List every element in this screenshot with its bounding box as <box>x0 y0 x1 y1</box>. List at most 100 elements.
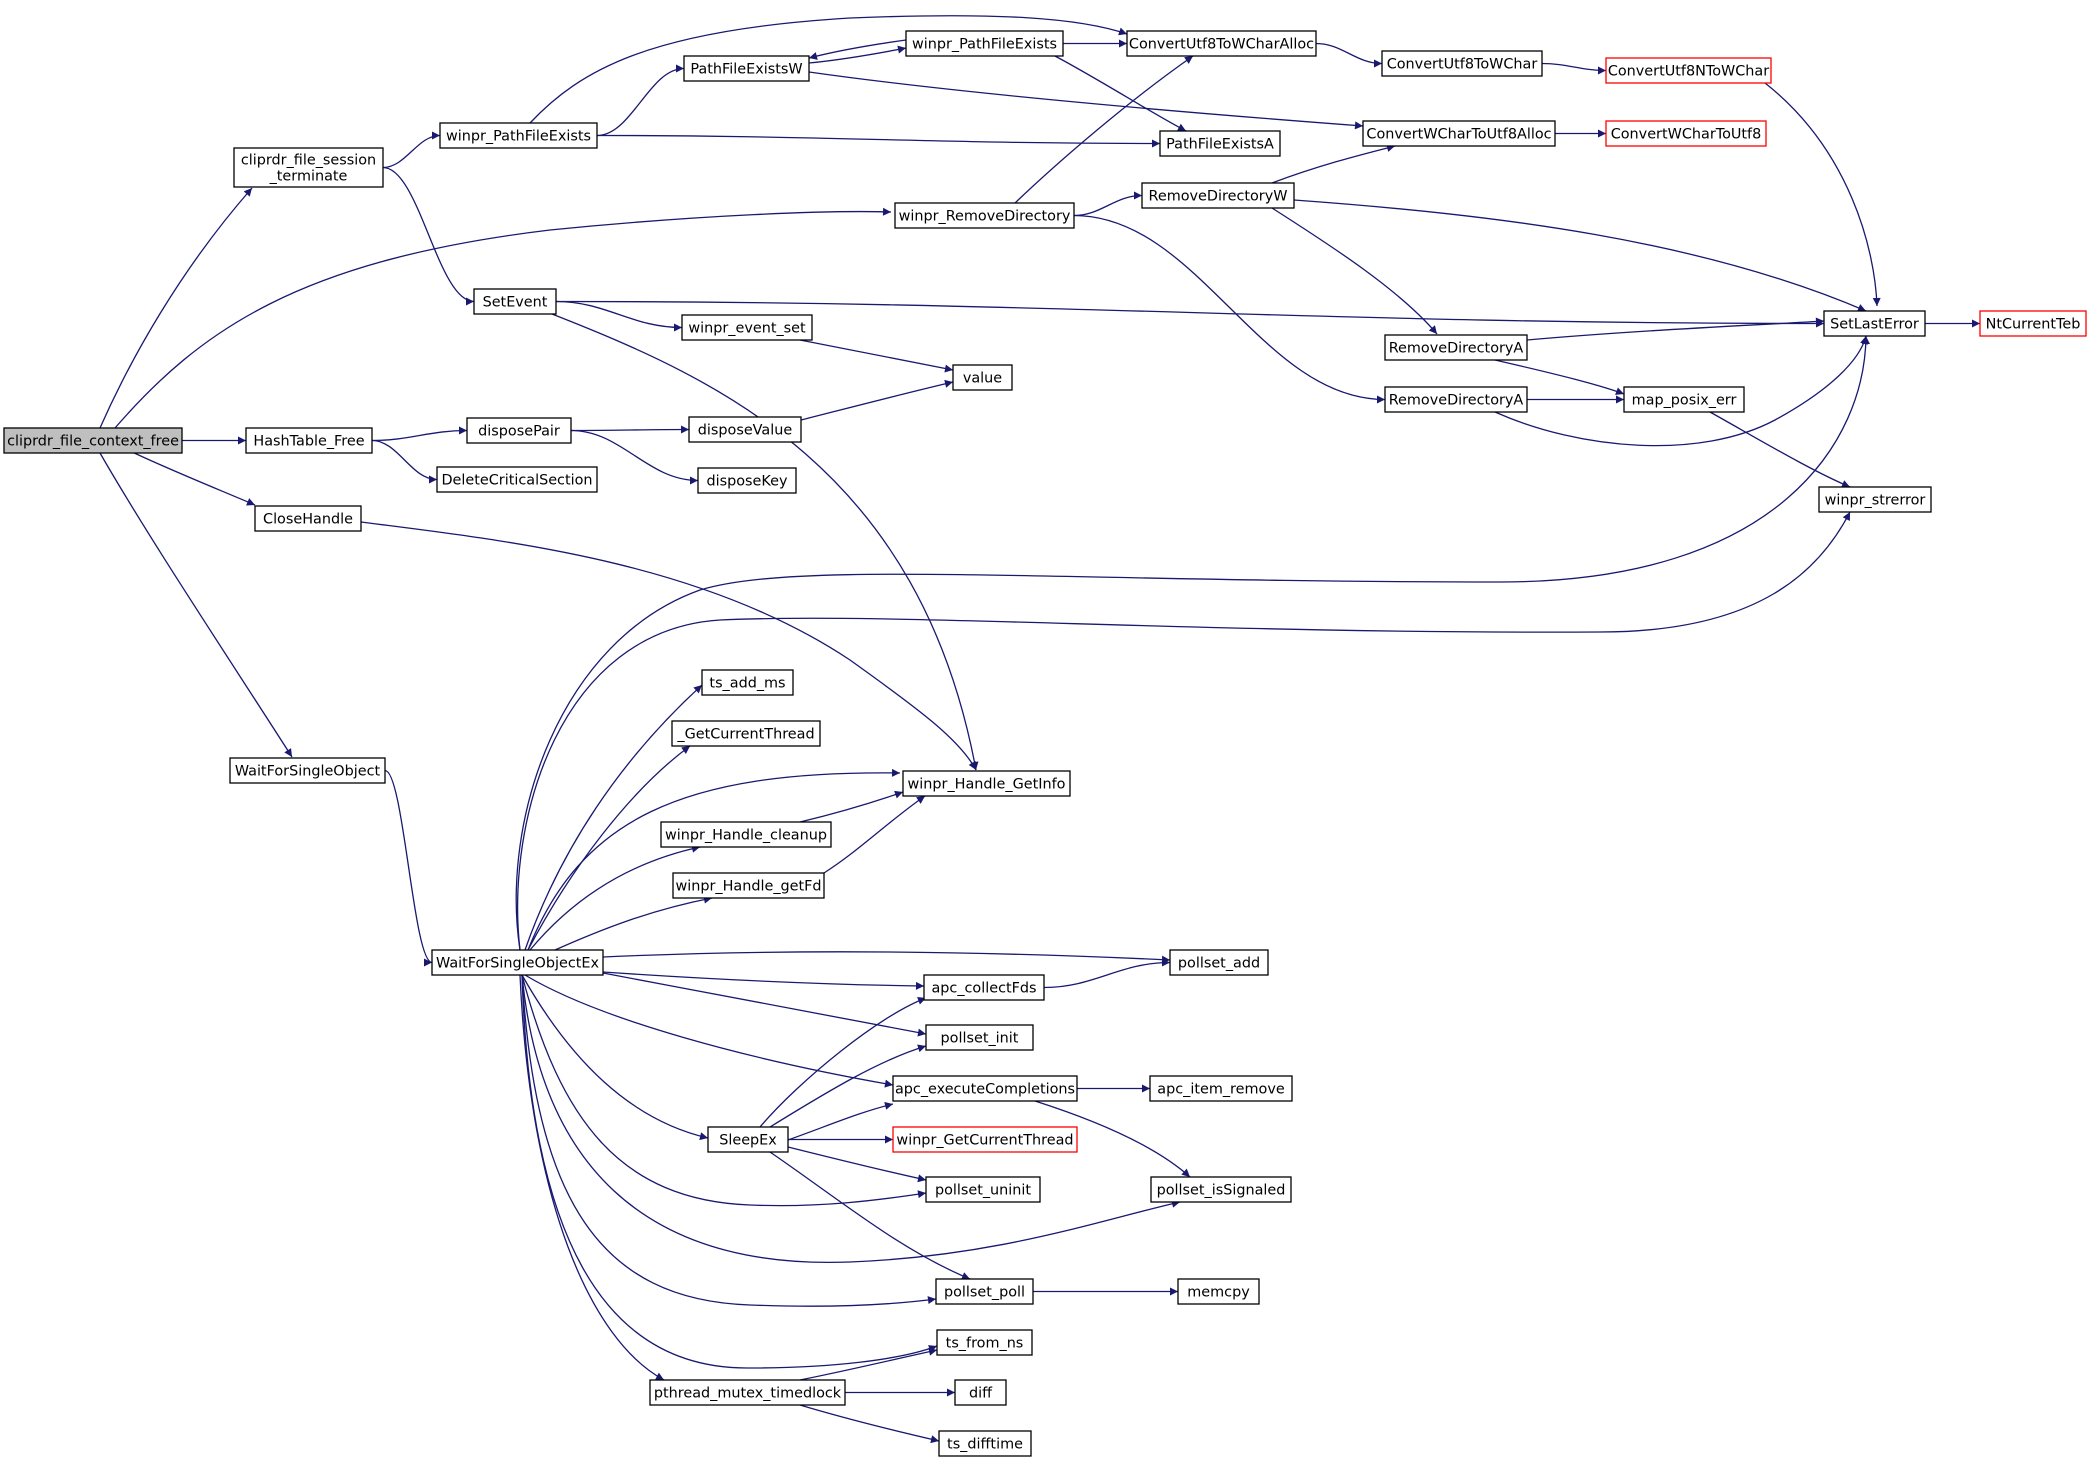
node-dif[interactable]: diff <box>954 1379 1007 1406</box>
edge-wrd-to-rda2 <box>1073 214 1386 404</box>
node-dp[interactable]: disposePair <box>466 417 572 444</box>
node-label: pollset_init <box>941 1031 1019 1047</box>
node-se[interactable]: SetEvent <box>473 288 557 315</box>
node-label: RemoveDirectoryA <box>1389 341 1524 357</box>
edge-wfsoe-to-tfn <box>521 974 938 1369</box>
node-whgf[interactable]: winpr_Handle_getFd <box>672 872 825 899</box>
node-box <box>1623 386 1745 413</box>
node-root[interactable]: cliprdr_file_context_free <box>3 427 183 454</box>
node-wpfe2[interactable]: winpr_PathFileExists <box>905 30 1064 57</box>
edge-se-to-wes <box>555 300 683 332</box>
node-box <box>925 1176 1041 1203</box>
node-cu8nw[interactable]: ConvertUtf8NToWChar <box>1605 57 1772 84</box>
node-mpe[interactable]: map_posix_err <box>1623 386 1745 413</box>
node-wse[interactable]: winpr_strerror <box>1818 486 1932 513</box>
edge-root-to-wfso <box>99 452 293 758</box>
node-box <box>431 949 604 976</box>
edge-whc-to-whgi <box>799 790 904 823</box>
node-wpfe1[interactable]: winpr_PathFileExists <box>439 122 598 149</box>
node-air[interactable]: apc_item_remove <box>1149 1075 1293 1102</box>
node-htf[interactable]: HashTable_Free <box>245 427 373 454</box>
edge-rda1-to-mpe <box>1494 359 1625 395</box>
node-ch[interactable]: CloseHandle <box>254 505 362 532</box>
edge-wfsoe-to-whc <box>529 844 701 951</box>
node-wgct[interactable]: winpr_GetCurrentThread <box>892 1126 1078 1153</box>
node-rda2[interactable]: RemoveDirectoryA <box>1384 386 1528 413</box>
edge-wfso-to-wfsoe <box>384 769 433 967</box>
node-psa[interactable]: pollset_add <box>1169 949 1269 976</box>
node-box <box>1141 182 1295 209</box>
node-psu[interactable]: pollset_uninit <box>925 1176 1041 1203</box>
node-psis[interactable]: pollset_isSignaled <box>1150 1176 1292 1203</box>
node-rda1[interactable]: RemoveDirectoryA <box>1384 334 1528 361</box>
node-box <box>439 122 598 149</box>
node-box <box>1159 130 1281 157</box>
node-tfn[interactable]: ts_from_ns <box>936 1329 1033 1356</box>
node-label: NtCurrentTeb <box>1986 317 2081 333</box>
edge-wpfe2-to-pfew <box>808 45 907 64</box>
edge-root-to-cfst <box>99 187 253 429</box>
node-wfso[interactable]: WaitForSingleObject <box>229 757 386 784</box>
node-box <box>697 467 797 494</box>
node-label: CloseHandle <box>263 512 353 528</box>
node-box <box>660 821 832 848</box>
edge-se-to-whgi <box>551 313 979 771</box>
node-tdt[interactable]: ts_difftime <box>938 1430 1032 1457</box>
node-whc[interactable]: winpr_Handle_cleanup <box>660 821 832 848</box>
node-psi[interactable]: pollset_init <box>925 1024 1034 1051</box>
edge-wfsoe-to-whgi <box>527 768 901 951</box>
node-label: cliprdr_file_session <box>241 153 376 169</box>
node-acf[interactable]: apc_collectFds <box>923 974 1045 1001</box>
node-label: winpr_Handle_GetInfo <box>908 777 1066 793</box>
node-wes[interactable]: winpr_event_set <box>681 314 813 341</box>
node-sle[interactable]: SetLastError <box>1823 310 1926 337</box>
node-aec[interactable]: apc_executeCompletions <box>892 1075 1078 1102</box>
node-pmt[interactable]: pthread_mutex_timedlock <box>649 1379 846 1406</box>
node-box <box>1149 1075 1293 1102</box>
node-cu8w[interactable]: ConvertUtf8ToWChar <box>1381 50 1543 77</box>
node-whgi[interactable]: winpr_Handle_GetInfo <box>902 770 1071 797</box>
node-box <box>233 147 384 188</box>
node-wrd[interactable]: winpr_RemoveDirectory <box>894 202 1075 229</box>
node-label: winpr_Handle_cleanup <box>665 828 827 844</box>
node-box <box>938 1430 1032 1457</box>
node-sx[interactable]: SleepEx <box>707 1126 789 1153</box>
node-rdw[interactable]: RemoveDirectoryW <box>1141 182 1295 209</box>
node-box <box>683 55 810 82</box>
edge-wpfe1-to-pfea <box>596 134 1161 148</box>
node-label: apc_executeCompletions <box>895 1082 1075 1098</box>
node-label: cliprdr_file_context_free <box>7 434 179 450</box>
node-dv[interactable]: disposeValue <box>688 416 802 443</box>
edge-wrd-to-cu8wa <box>1014 55 1194 204</box>
edge-sx-to-psu <box>787 1146 927 1183</box>
node-tam[interactable]: ts_add_ms <box>701 669 794 696</box>
node-cwu8a[interactable]: ConvertWCharToUtf8Alloc <box>1362 120 1556 147</box>
node-box <box>1823 310 1926 337</box>
edge-root-to-wrd <box>114 207 892 429</box>
node-wfsoe[interactable]: WaitForSingleObjectEx <box>431 949 604 976</box>
edge-sx-to-acf <box>759 997 927 1128</box>
node-label: ConvertUtf8ToWChar <box>1387 57 1538 73</box>
node-val[interactable]: value <box>952 364 1013 391</box>
node-dcs[interactable]: DeleteCriticalSection <box>436 466 598 493</box>
edge-mpe-to-wse <box>1709 411 1851 488</box>
node-box <box>466 417 572 444</box>
node-gct[interactable]: _GetCurrentThread <box>671 720 821 747</box>
edge-wpfe2-to-pfea <box>1054 55 1187 132</box>
node-label: pollset_isSignaled <box>1157 1183 1286 1199</box>
node-psp[interactable]: pollset_poll <box>935 1278 1034 1305</box>
node-box <box>923 974 1045 1001</box>
node-label: diff <box>969 1386 993 1402</box>
node-label: _terminate <box>269 169 348 185</box>
node-cfst[interactable]: cliprdr_file_session_terminate <box>233 147 384 188</box>
node-mc[interactable]: memcpy <box>1177 1278 1260 1305</box>
node-box <box>935 1278 1034 1305</box>
node-cu8wa[interactable]: ConvertUtf8ToWCharAlloc <box>1126 30 1317 57</box>
edge-dv-to-val <box>800 379 954 421</box>
node-dk[interactable]: disposeKey <box>697 467 797 494</box>
node-ntct[interactable]: NtCurrentTeb <box>1979 310 2087 337</box>
edge-ch-to-whgi <box>360 521 977 771</box>
node-pfea[interactable]: PathFileExistsA <box>1159 130 1281 157</box>
node-cwu8[interactable]: ConvertWCharToUtf8 <box>1605 120 1767 147</box>
node-pfew[interactable]: PathFileExistsW <box>683 55 810 82</box>
